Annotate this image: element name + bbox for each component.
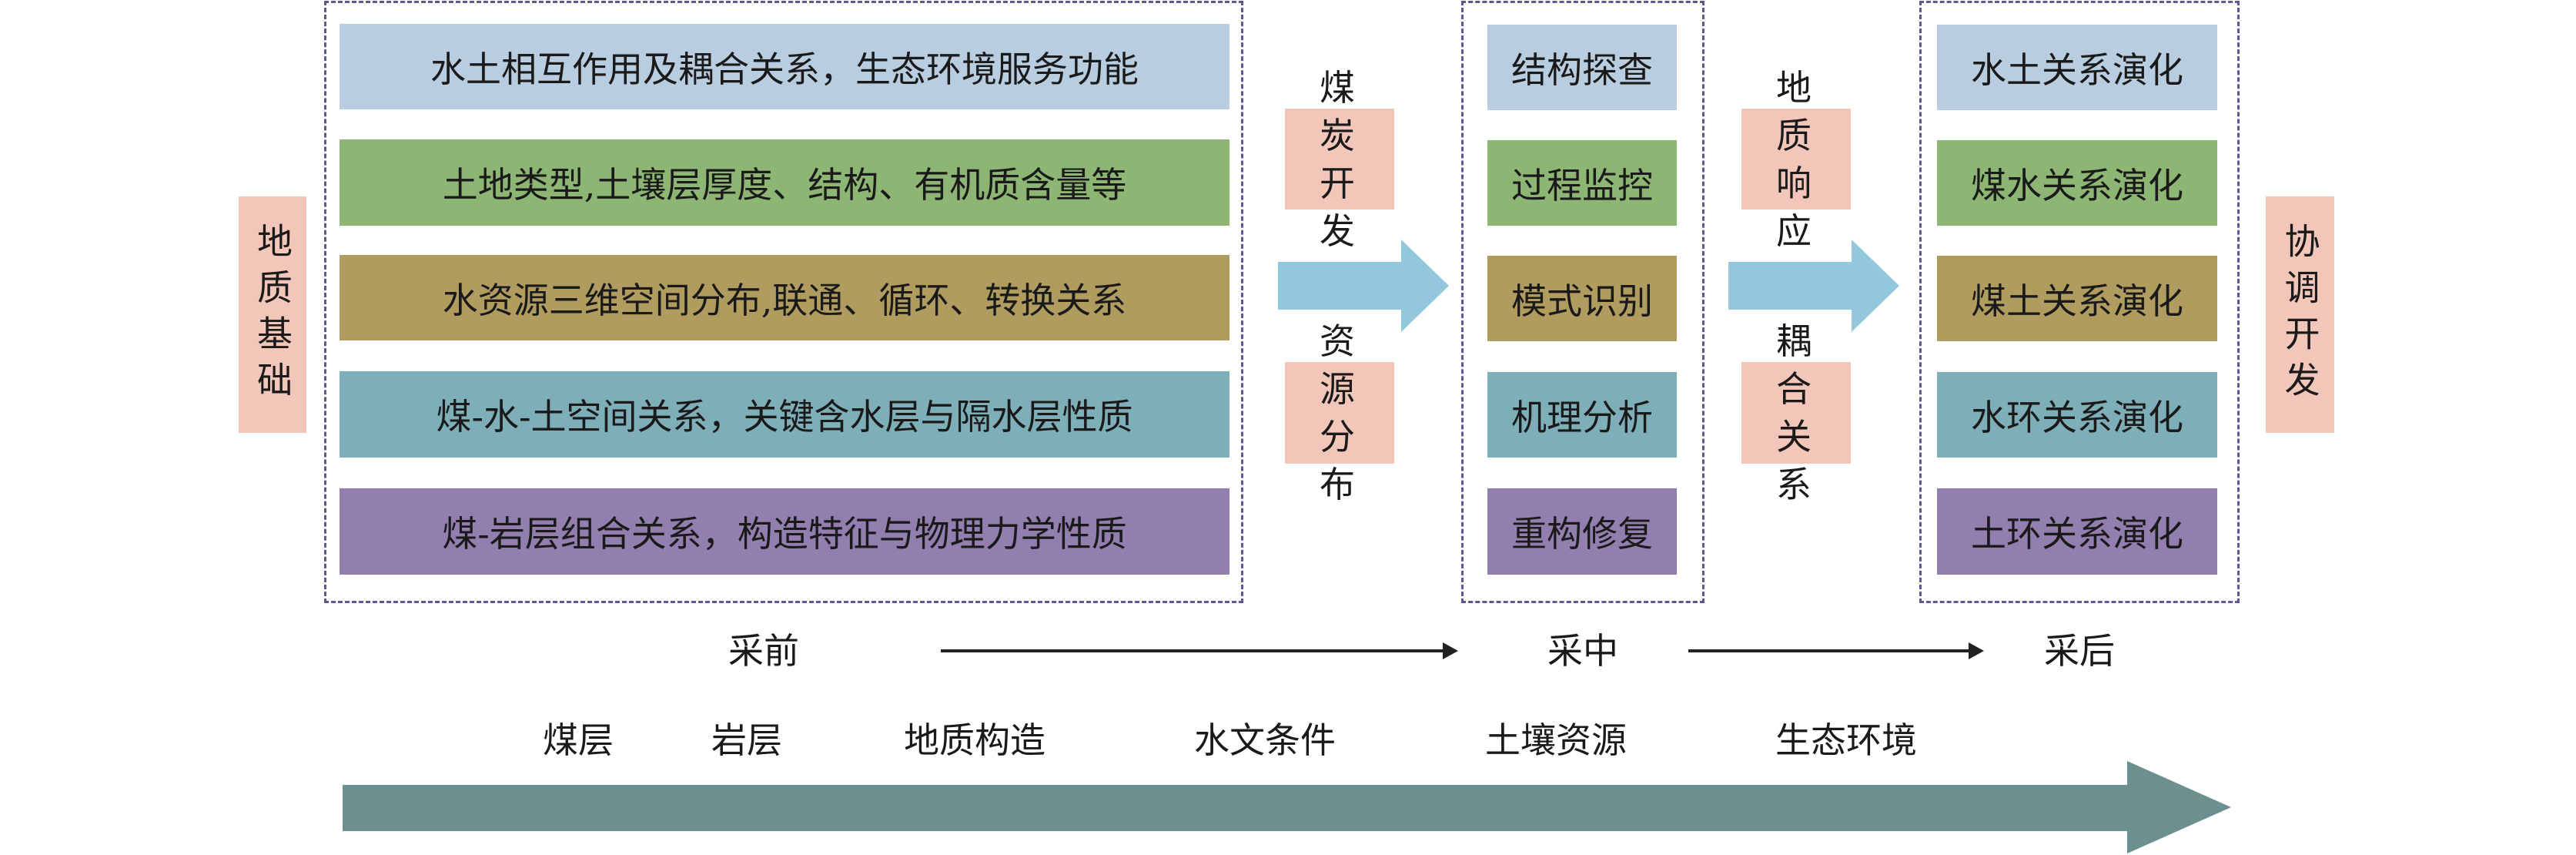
pre-mining-item: 煤-水-土空间关系，关键含水层与隔水层性质 bbox=[340, 371, 1229, 458]
post-mining-item: 土环关系演化 bbox=[1937, 488, 2217, 575]
right-label-coordinated-development: 协调开发 bbox=[2266, 196, 2334, 433]
mid-mining-item: 机理分析 bbox=[1487, 372, 1677, 458]
connector2-bottom-label: 耦合关系 bbox=[1741, 320, 1851, 505]
mid-mining-item: 结构探查 bbox=[1487, 25, 1677, 110]
stage-arrow-1-head bbox=[1443, 642, 1458, 659]
element-label: 水文条件 bbox=[1194, 719, 1336, 761]
flow-arrow-1 bbox=[1278, 240, 1449, 332]
pre-mining-item: 煤-岩层组合关系，构造特征与物理力学性质 bbox=[340, 488, 1229, 575]
connector1-bottom-label: 资源分布 bbox=[1285, 320, 1394, 505]
left-label-text: 地质基础 bbox=[252, 222, 293, 407]
element-label: 岩层 bbox=[711, 719, 782, 761]
post-mining-item: 水环关系演化 bbox=[1937, 372, 2217, 458]
stage-arrow-2-head bbox=[1969, 642, 1984, 659]
element-label: 土壤资源 bbox=[1485, 719, 1627, 761]
timeline-arrow bbox=[343, 761, 2231, 853]
stage-pre-mining: 采前 bbox=[728, 630, 799, 672]
mid-mining-item: 过程监控 bbox=[1487, 140, 1677, 226]
mid-mining-item: 重构修复 bbox=[1487, 488, 1677, 575]
pre-mining-group bbox=[324, 1, 1243, 603]
stage-mid-mining: 采中 bbox=[1547, 630, 1618, 672]
pre-mining-item: 水土相互作用及耦合关系，生态环境服务功能 bbox=[340, 24, 1229, 109]
pre-mining-item: 土地类型,土壤层厚度、结构、有机质含量等 bbox=[340, 139, 1229, 226]
left-label-geological-basis: 地质基础 bbox=[239, 196, 306, 433]
flow-arrow-2 bbox=[1728, 240, 1899, 332]
post-mining-item: 煤水关系演化 bbox=[1937, 140, 2217, 226]
right-label-text: 协调开发 bbox=[2279, 222, 2321, 407]
connector2-top-label: 地质响应 bbox=[1741, 67, 1851, 252]
element-label: 煤层 bbox=[543, 719, 614, 761]
mid-mining-group bbox=[1461, 1, 1705, 603]
post-mining-item: 煤土关系演化 bbox=[1937, 256, 2217, 341]
element-label: 生态环境 bbox=[1775, 719, 1917, 761]
element-label: 地质构造 bbox=[904, 719, 1045, 761]
pre-mining-item: 水资源三维空间分布,联通、循环、转换关系 bbox=[340, 255, 1229, 340]
connector1-top-label: 煤炭开发 bbox=[1285, 67, 1394, 252]
stage-post-mining: 采后 bbox=[2044, 630, 2115, 672]
post-mining-group bbox=[1919, 1, 2240, 603]
post-mining-item: 水土关系演化 bbox=[1937, 25, 2217, 110]
mid-mining-item: 模式识别 bbox=[1487, 256, 1677, 341]
